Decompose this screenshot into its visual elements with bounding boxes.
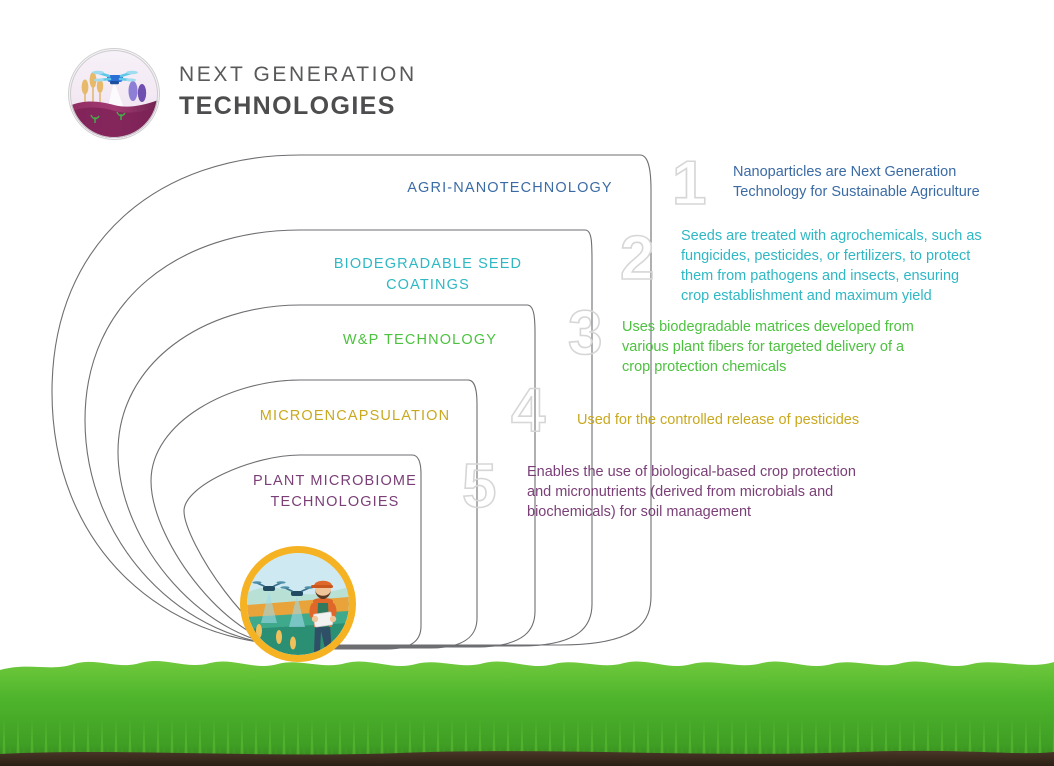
- brand-title-line1: NEXT GENERATION: [179, 63, 417, 86]
- row-number-1: 1: [671, 149, 707, 218]
- row-description-4: Used for the controlled release of pesti…: [577, 412, 860, 428]
- row-number-4: 4: [510, 376, 546, 445]
- row-number-2: 2: [619, 224, 655, 293]
- row-description-1: Nanoparticles are Next Generation Techno…: [733, 164, 980, 200]
- row-description-3: Uses biodegradable matrices developed fr…: [622, 319, 914, 375]
- row-description-2: Seeds are treated with agrochemicals, su…: [681, 228, 982, 304]
- brand-title-block: NEXT GENERATION TECHNOLOGIES: [179, 60, 417, 122]
- drone-over-field-icon: [68, 48, 160, 140]
- brand-header: NEXT GENERATION TECHNOLOGIES: [68, 48, 488, 144]
- row-label-1: AGRI-NANOTECHNOLOGY: [407, 180, 613, 196]
- bottom-badge: [240, 546, 356, 662]
- farmer-with-drones-icon: [247, 553, 349, 655]
- arc-shape-1: [51, 154, 652, 646]
- row-number-5: 5: [461, 452, 497, 521]
- brand-title-line2: TECHNOLOGIES: [179, 92, 396, 120]
- row-number-3: 3: [567, 299, 603, 368]
- row-label-2: BIODEGRADABLE SEED COATINGS: [333, 256, 523, 293]
- row-label-5: PLANT MICROBIOME TECHNOLOGIES: [253, 473, 417, 510]
- grass-field-icon: [0, 660, 1054, 766]
- row-label-4: MICROENCAPSULATION: [259, 408, 451, 424]
- row-description-5: Enables the use of biological-based crop…: [527, 464, 856, 520]
- row-label-3: W&P TECHNOLOGY: [342, 332, 498, 348]
